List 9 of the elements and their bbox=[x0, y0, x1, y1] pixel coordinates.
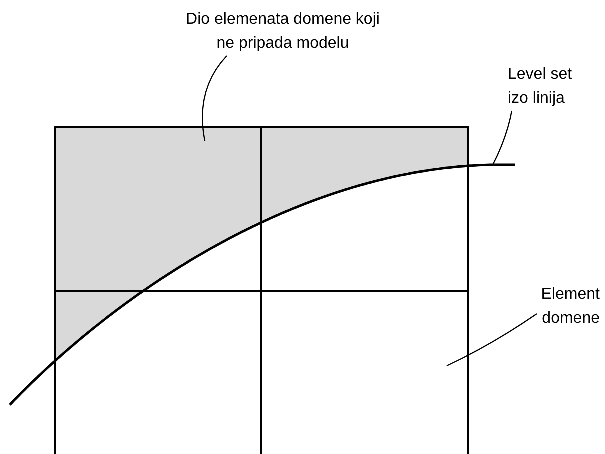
callout-text: Level set izo linija bbox=[508, 63, 583, 111]
callout-text: Dio elemenata domene koji ne pripada modelu bbox=[183, 8, 383, 56]
leader-line bbox=[492, 110, 513, 166]
level-set-curve bbox=[9, 164, 515, 406]
leader-line bbox=[446, 314, 538, 367]
leader-line bbox=[202, 56, 228, 142]
shaded-area bbox=[55, 127, 468, 360]
callout-text: Element domene bbox=[538, 283, 600, 331]
grid-cell bbox=[260, 290, 469, 454]
